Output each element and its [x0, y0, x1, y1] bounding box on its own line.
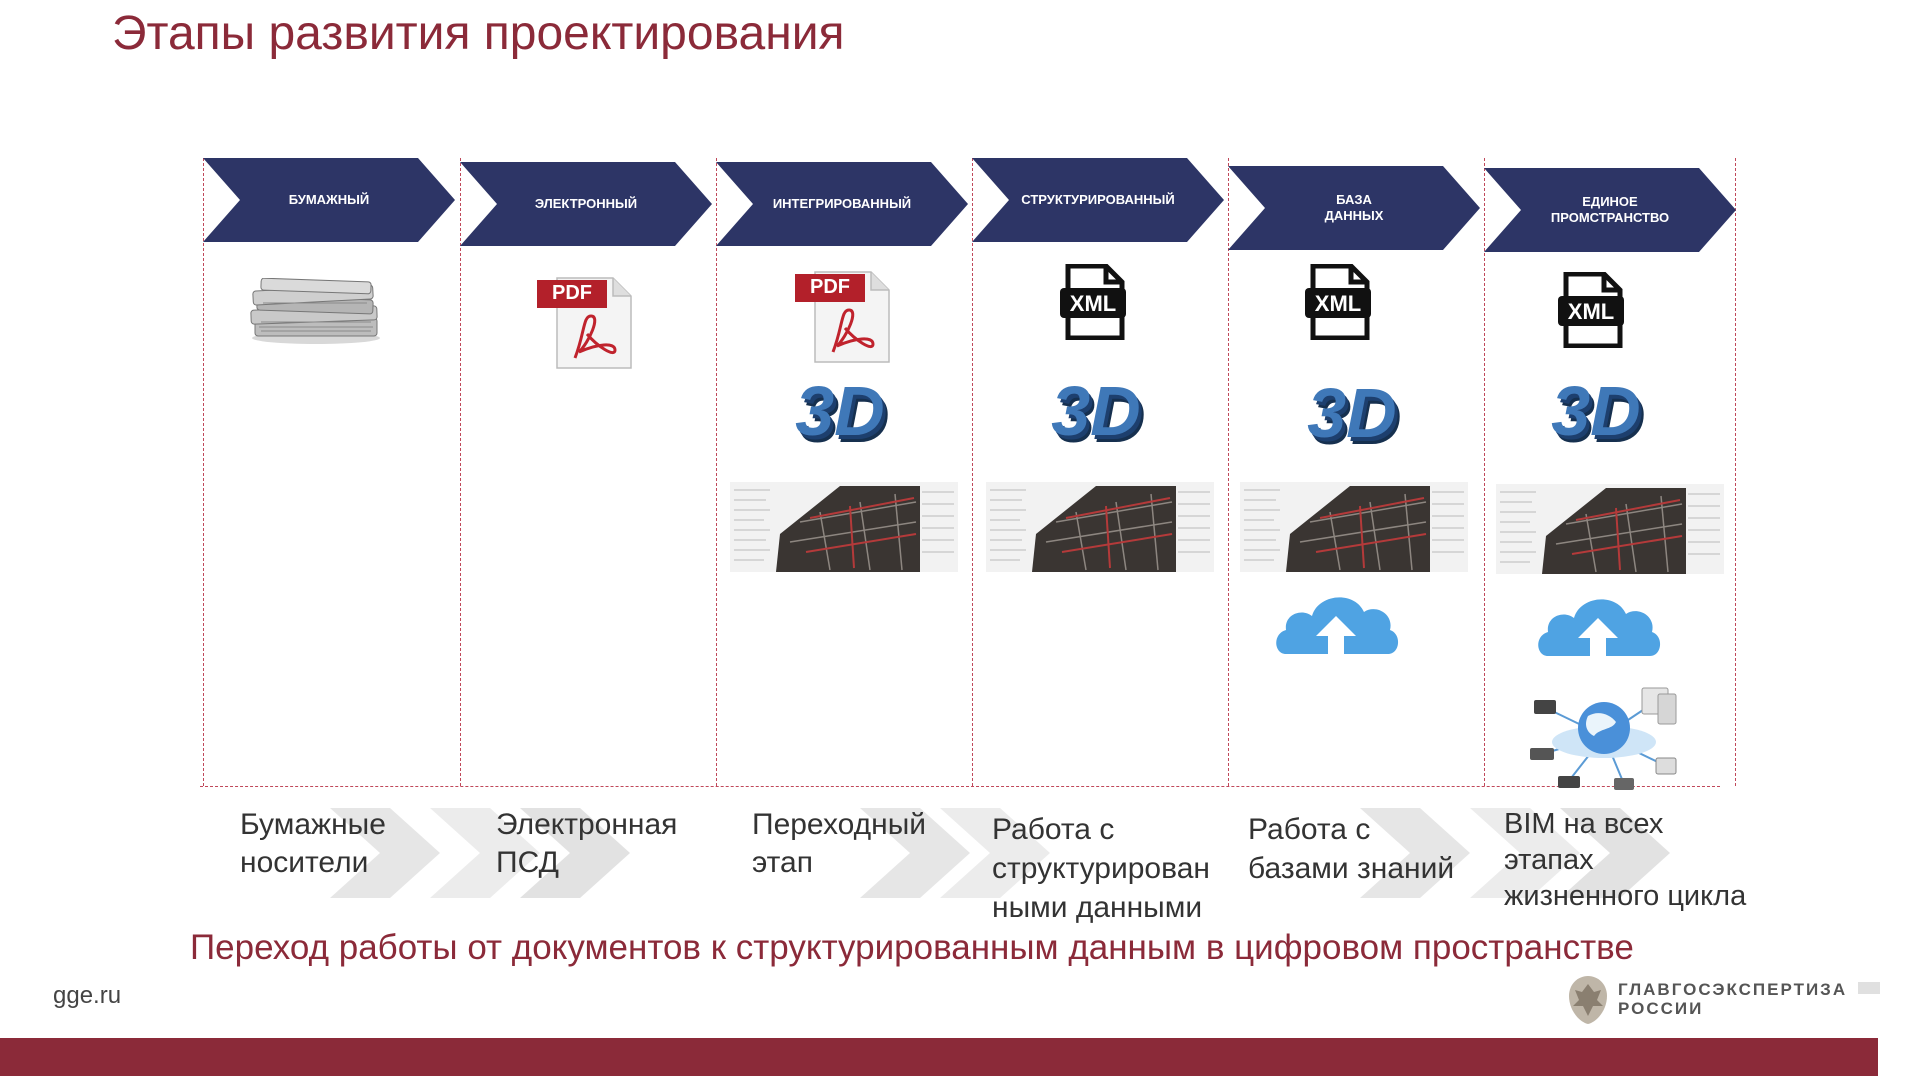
- stage-header-label: БАЗА ДАННЫХ: [1324, 192, 1384, 223]
- 3d-icon: 3D: [1550, 372, 1642, 452]
- xml-label: XML: [1567, 299, 1615, 324]
- pdf-label: PDF: [810, 276, 850, 298]
- stage-header-chevron: ИНТЕГРИРОВАННЫЙ: [716, 162, 968, 246]
- bim-model-icon: [1240, 482, 1468, 572]
- column-border: [203, 158, 455, 786]
- stage-caption: Переходный этап: [752, 808, 927, 879]
- pdf-icon: PDF: [535, 272, 637, 372]
- xml-icon: XML: [1303, 263, 1373, 341]
- caption-arrow-decoration: [1470, 808, 1670, 898]
- stage-caption: Электронная ПСД: [496, 808, 678, 879]
- 3d-label: 3D: [1307, 374, 1397, 452]
- xml-label: XML: [1069, 291, 1117, 316]
- stage-header-label: ИНТЕГРИРОВАННЫЙ: [772, 196, 912, 211]
- stage-caption: BIM на всех этапах жизненного цикла: [1504, 808, 1747, 912]
- cloud-upload-icon: [1276, 597, 1399, 654]
- 3d-label: 3D: [795, 372, 885, 450]
- stage-header-label: БУМАЖНЫЙ: [288, 192, 370, 207]
- stage-structured: СТРУКТУРИРОВАННЫЙ: [972, 158, 1224, 786]
- stage-header-chevron: ЭЛЕКТРОННЫЙ: [460, 162, 712, 246]
- bim-model-icon: [986, 482, 1214, 572]
- stage-header-label: ЕДИНОЕ ПРОМСТРАНСТВО: [1550, 194, 1670, 225]
- bim-model-icon: [730, 482, 958, 572]
- footer-decoration: [1858, 982, 1880, 994]
- column-border: [716, 158, 968, 786]
- xml-icon: XML: [1058, 263, 1128, 341]
- paper-stack-icon: [250, 278, 380, 344]
- caption-arrow-decoration: [330, 808, 630, 898]
- stage-unified-space: ЕДИНОЕ ПРОМСТРАНСТВО: [1484, 158, 1736, 786]
- stage-integrated: ИНТЕГРИРОВАННЫЙ: [716, 158, 968, 786]
- stage-caption: Бумажные носители: [240, 808, 386, 879]
- stage-caption: Работа с структурирован ными данными: [992, 813, 1210, 924]
- network-globe-icon: [1530, 687, 1677, 790]
- stage-header-label: СТРУКТУРИРОВАННЫЙ: [1021, 192, 1175, 207]
- summary-statement: Переход работы от документов к структури…: [190, 928, 1634, 967]
- column-border: [1484, 158, 1736, 786]
- caption-arrow-decoration: [940, 808, 1050, 898]
- stage-header-chevron: БУМАЖНЫЙ: [203, 158, 455, 242]
- caption-arrow-decoration: [860, 808, 970, 898]
- stage-header-label: ЭЛЕКТРОННЫЙ: [534, 196, 638, 211]
- stage-database: БАЗА ДАННЫХ: [1228, 158, 1480, 786]
- cloud-upload-icon: [1538, 599, 1661, 656]
- xml-label: XML: [1314, 291, 1362, 316]
- stage-header-chevron: ЕДИНОЕ ПРОМСТРАНСТВО: [1484, 168, 1736, 252]
- 3d-icon: 3D: [1306, 374, 1398, 454]
- stage-header-chevron: СТРУКТУРИРОВАННЫЙ: [972, 158, 1224, 242]
- column-border: [1228, 158, 1480, 786]
- stage-header-chevron: БАЗА ДАННЫХ: [1228, 166, 1480, 250]
- column-border: [972, 158, 1224, 786]
- 3d-icon: 3D: [794, 372, 886, 452]
- stage-caption: Работа с базами знаний: [1248, 813, 1455, 885]
- logo-text: ГЛАВГОСЭКСПЕРТИЗА РОССИИ: [1618, 980, 1848, 1018]
- bim-model-icon: [1496, 484, 1724, 574]
- organization-logo: ГЛАВГОСЭКСПЕРТИЗА РОССИИ: [1563, 972, 1845, 1026]
- site-link[interactable]: gge.ru: [53, 982, 122, 1009]
- footer-bar: [0, 1038, 1878, 1076]
- page-title: Этапы развития проектирования: [112, 7, 845, 60]
- caption-arrow-decoration: [1360, 808, 1470, 898]
- stage-electronic: ЭЛЕКТРОННЫЙ: [460, 158, 712, 786]
- xml-icon: XML: [1556, 271, 1626, 349]
- stage-paper: БУМАЖНЫЙ: [203, 158, 455, 786]
- pdf-icon: PDF: [793, 266, 895, 366]
- column-border: [460, 158, 712, 786]
- 3d-icon: 3D: [1050, 372, 1142, 452]
- emblem-icon: [1569, 976, 1607, 1024]
- 3d-label: 3D: [1051, 372, 1141, 450]
- 3d-label: 3D: [1551, 372, 1641, 450]
- columns-bottom-border: [200, 786, 1720, 787]
- pdf-label: PDF: [552, 282, 592, 304]
